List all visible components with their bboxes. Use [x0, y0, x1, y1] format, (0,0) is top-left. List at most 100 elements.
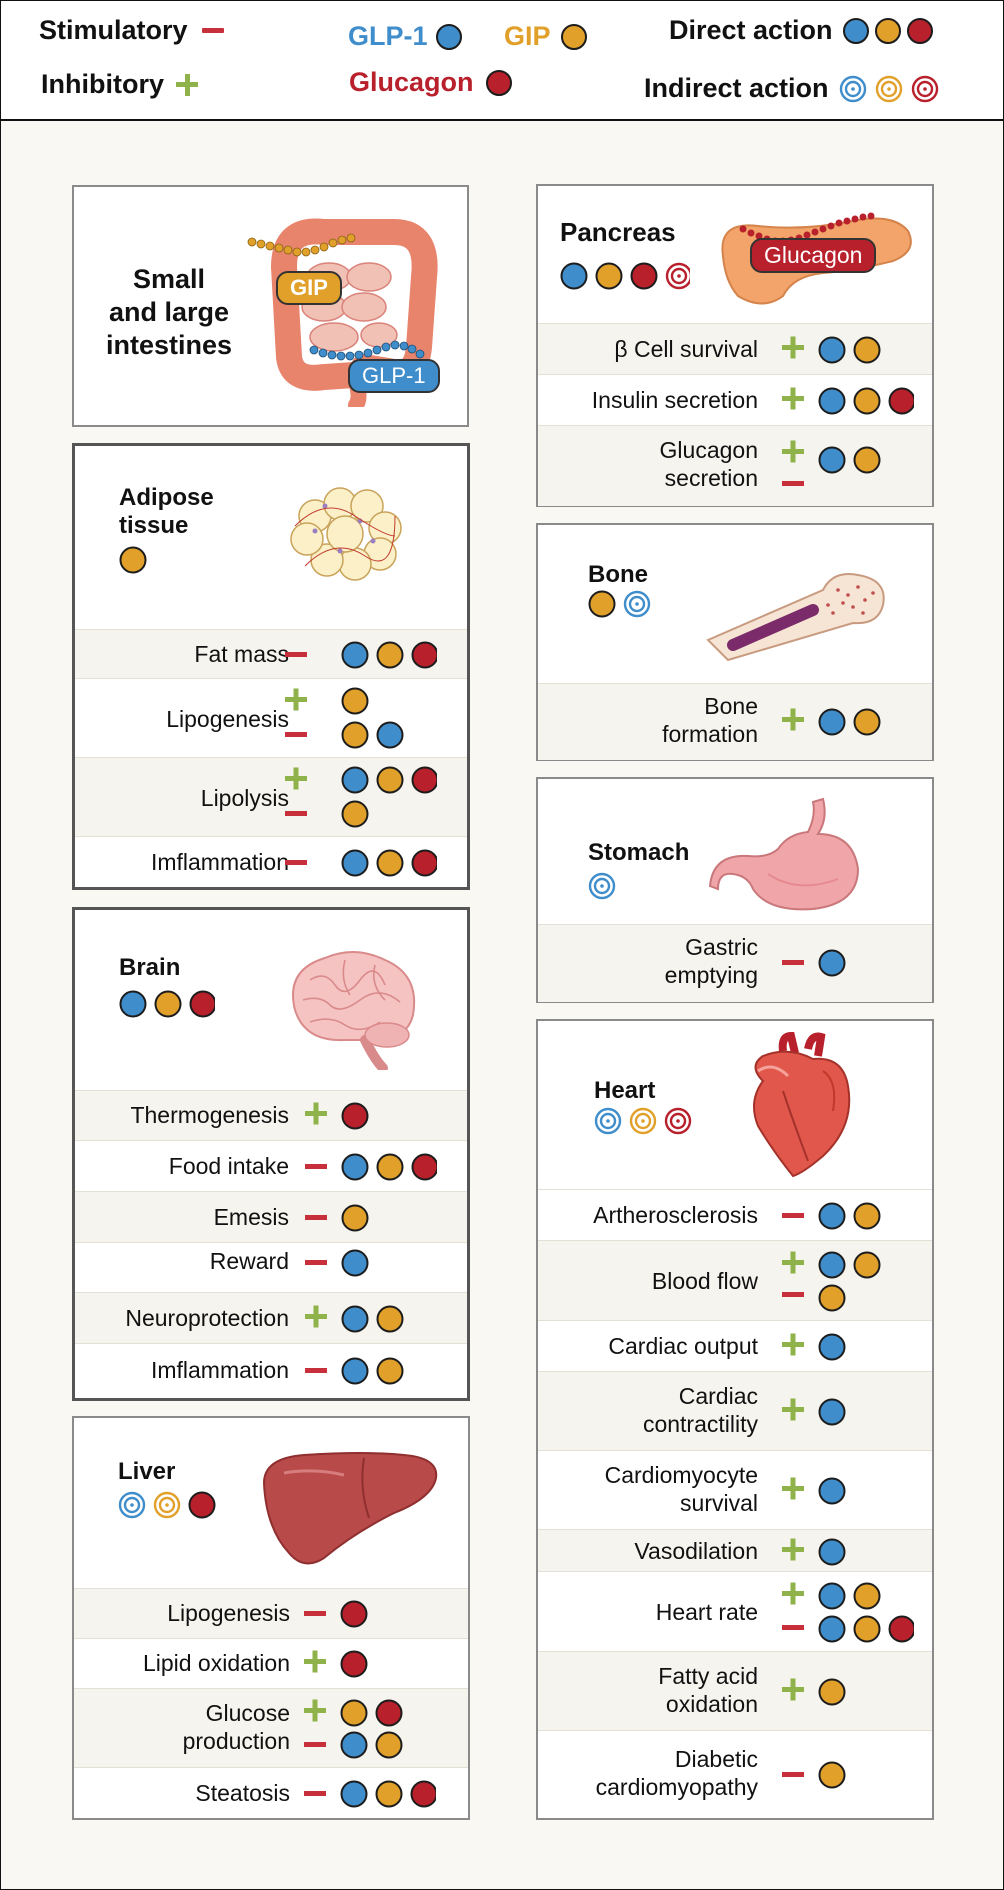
liver-title: Liver [118, 1458, 176, 1485]
action-dots [341, 641, 437, 669]
action-dots [818, 1202, 881, 1230]
row-label: Lipogenesis [166, 706, 289, 732]
stomach-illustration [708, 797, 860, 911]
action-dots [341, 1305, 404, 1333]
brain-card: Brain Thermogenesis Food intake Emesis R [72, 907, 470, 1401]
row-label-line: Fatty acid [658, 1663, 758, 1689]
liver-action-dots [118, 1491, 216, 1519]
table-row: Food intake [75, 1140, 467, 1192]
glp1-dot-icon [341, 1249, 369, 1277]
minus-icon [305, 1368, 327, 1373]
gip-dot-icon [341, 1204, 369, 1232]
minus-icon [305, 1164, 327, 1169]
liver-card: Liver Lipogenesis Lipid oxidation Glucos… [72, 1416, 470, 1820]
adipose-card: Adipose tissue Fat mass Lipogenesis Lipo… [72, 443, 470, 890]
row-label: Lipolysis [200, 785, 289, 811]
gip-dot-icon [874, 17, 901, 44]
liver-illustration [262, 1452, 438, 1565]
adipose-illustration [290, 487, 402, 581]
legend-stimulatory: Stimulatory [39, 15, 224, 46]
gip-dot-icon [341, 800, 369, 828]
bone-action-dots [588, 590, 651, 618]
plus-icon [285, 688, 307, 711]
brain-illustration [292, 950, 416, 1070]
row-label: Insulin secretion [591, 387, 758, 413]
plus-icon [782, 336, 804, 359]
row-label-line: Bone [704, 693, 758, 719]
legend-inhibitory: Inhibitory [41, 69, 198, 100]
row-label: Cardiac contractility [643, 1382, 758, 1438]
minus-icon [285, 860, 307, 865]
title-line: intestines [105, 330, 233, 360]
glp1-dot-icon [435, 23, 462, 50]
row-label-line: Glucose [205, 1700, 290, 1726]
title-line: and large [108, 297, 230, 327]
plus-icon [782, 1582, 804, 1605]
glp1-dot-icon [818, 1333, 846, 1361]
legend-indirect-label: Indirect action [644, 73, 829, 103]
glp1-indirect-icon [588, 872, 616, 900]
table-row: Bone formation [538, 683, 932, 760]
plus-icon [285, 767, 307, 790]
table-row: Insulin secretion [538, 374, 932, 426]
legend-inhibitory-label: Inhibitory [41, 69, 164, 99]
row-label: Thermogenesis [130, 1102, 289, 1128]
row-label-line: Diabetic [674, 1746, 758, 1772]
row-label-line: formation [662, 721, 758, 747]
row-label: Lipid oxidation [142, 1650, 290, 1676]
pancreas-action-dots [560, 262, 690, 290]
row-label-line: survival [680, 1490, 758, 1516]
row-label: Cardiomyocyte survival [605, 1461, 758, 1517]
glp1-dot-icon [842, 17, 869, 44]
table-row: Lipid oxidation [74, 1638, 468, 1689]
action-dots [119, 990, 215, 1018]
minus-icon [304, 1791, 326, 1796]
row-label: β Cell survival [614, 336, 758, 362]
glucagon-dot-icon [340, 1650, 368, 1678]
action-dots [818, 336, 881, 364]
plus-icon [782, 1477, 804, 1500]
table-row: Glucagon secretion [538, 425, 932, 506]
glp1-dot-icon [818, 949, 846, 977]
minus-icon [285, 652, 307, 657]
minus-icon [782, 1213, 804, 1218]
table-row: Vasodilation [538, 1529, 932, 1572]
legend-gip-label: GIP [504, 21, 551, 51]
plus-icon [782, 1538, 804, 1561]
legend: Stimulatory Inhibitory GLP-1 GIP Glucago… [1, 1, 1003, 121]
row-label-line: Cardiac [678, 1383, 758, 1409]
row-label-line: Gastric [685, 934, 758, 960]
glp1-dot-icon [818, 1477, 846, 1505]
stomach-title: Stomach [588, 839, 690, 866]
row-label: Vasodilation [634, 1538, 758, 1564]
minus-icon [782, 1772, 804, 1777]
row-label: Fat mass [194, 641, 289, 667]
plus-icon [782, 440, 804, 463]
row-label: Fatty acid oxidation [658, 1662, 758, 1718]
table-row: Glucose production [74, 1688, 468, 1768]
heart-illustration [753, 1031, 851, 1178]
gip-dot-icon [818, 1678, 846, 1706]
plus-icon [304, 1650, 326, 1673]
plus-icon [782, 1678, 804, 1701]
heart-card: Heart Artherosclerosis Blood flow Cardia… [536, 1019, 934, 1820]
indirect-rings-icon [839, 75, 938, 102]
legend-direct: Direct action [669, 15, 933, 46]
plus-icon [782, 387, 804, 410]
gip-dot-icon [560, 23, 587, 50]
glucagon-dot-icon [485, 69, 512, 96]
row-label-line: Glucagon [659, 437, 758, 463]
minus-icon [305, 1215, 327, 1220]
table-row: Cardiac contractility [538, 1371, 932, 1451]
minus-icon [285, 811, 307, 816]
table-row: Lipolysis [75, 757, 467, 837]
title-line: tissue [119, 512, 189, 539]
bone-illustration [706, 573, 885, 662]
action-dots [818, 387, 914, 415]
row-label-line: oxidation [665, 1691, 758, 1717]
minus-icon [304, 1611, 326, 1616]
gip-tag: GIP [276, 271, 342, 305]
table-row: Imflammation [75, 836, 467, 888]
glp1-dot-icon [818, 1398, 846, 1426]
